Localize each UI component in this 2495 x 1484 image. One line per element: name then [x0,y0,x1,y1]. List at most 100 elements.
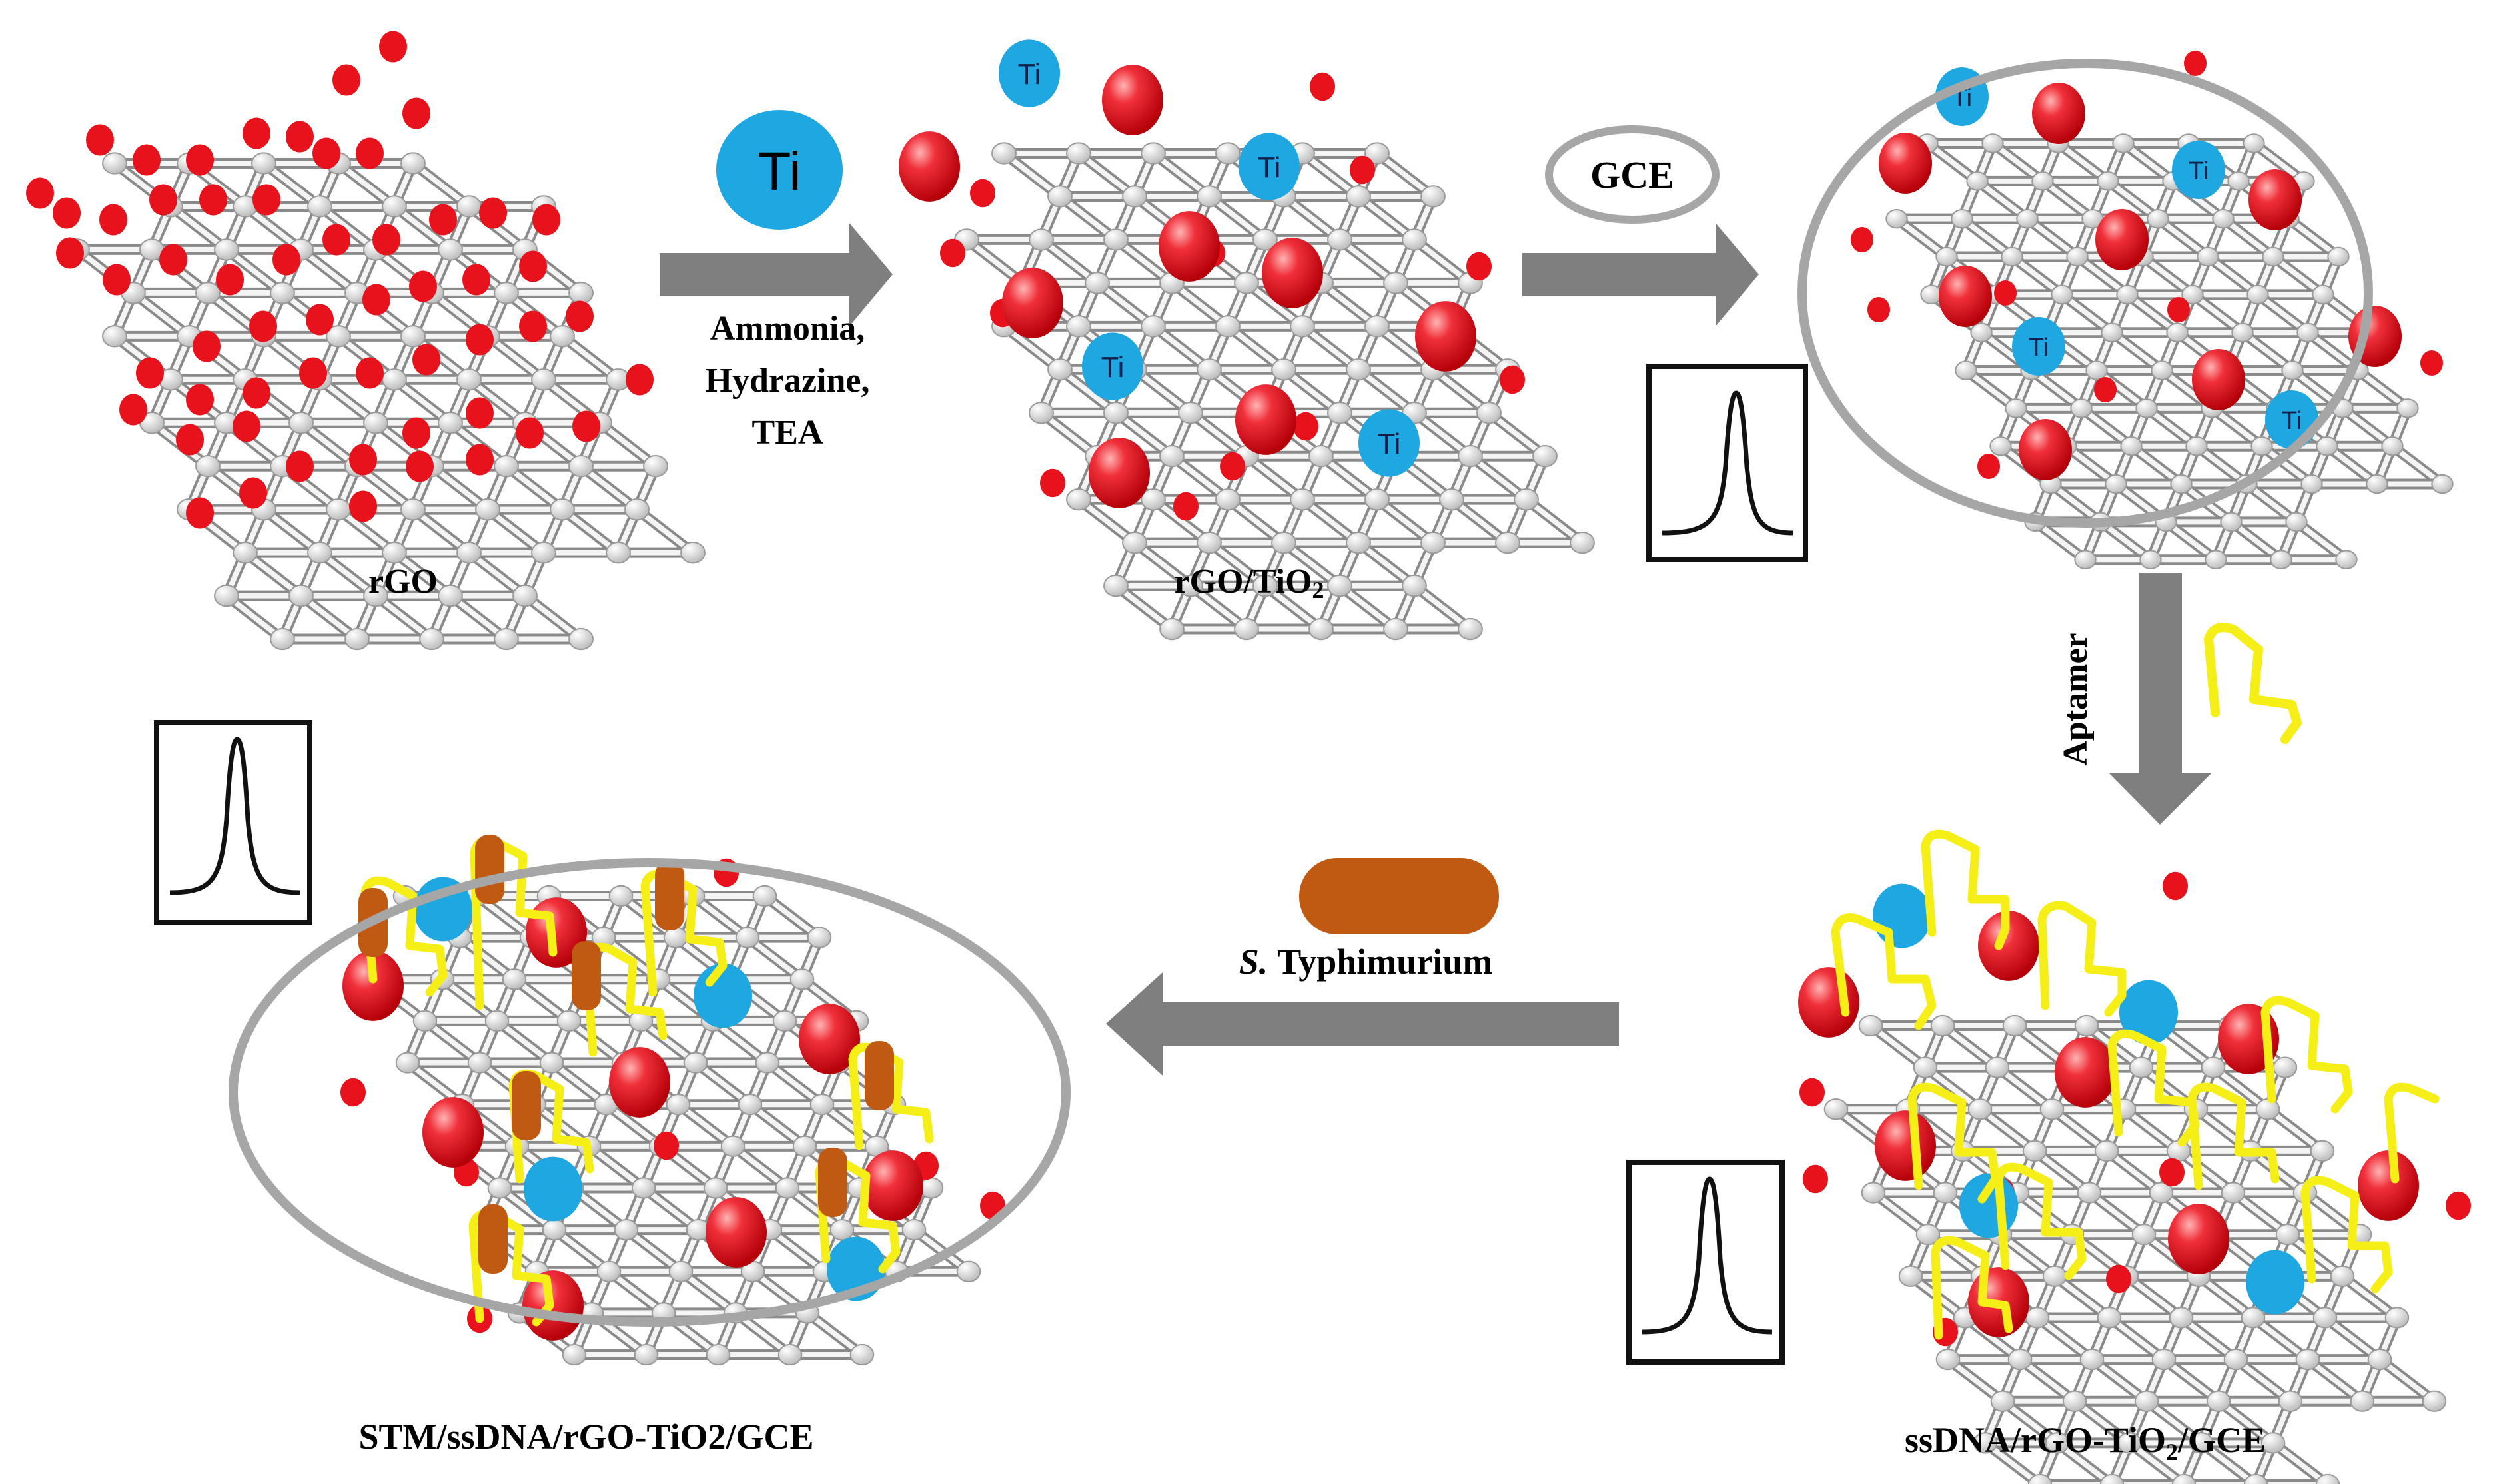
oxygen-atom [479,197,507,229]
tio2-oxygen-sphere [2192,349,2245,410]
carbon-atom [1861,1182,1886,1204]
oxygen-atom [299,357,327,389]
carbon-atom [412,1010,438,1032]
oxygen-atom [466,444,494,476]
carbon-atom [1913,1056,1938,1078]
carbon-atom [400,498,426,521]
tio2-oxygen-sphere [706,1197,767,1268]
oxygen-atom [1500,365,1525,394]
titanium-atom [1358,409,1420,477]
arrow-aptamer-down [2109,573,2212,825]
carbon-atom [2255,1098,2280,1120]
carbon-atom [2005,398,2027,418]
carbon-atom [919,1177,944,1199]
label-stm-ssdna-rgo-tio2-gce: STM/ssDNA/rGO-TiO2/GCE [358,1417,813,1457]
carbon-atom [608,885,634,907]
carbon-atom [1029,228,1054,251]
carbon-atom [438,412,463,434]
carbon-atom [2094,1140,2119,1162]
carbon-atom [2002,1014,2027,1037]
oxygen-atom [402,97,430,129]
carbon-atom [1215,142,1241,165]
oxygen-atom [2420,350,2443,376]
carbon-atom [2312,1307,2338,1329]
titanium-atom [999,39,1060,107]
tio2-oxygen-sphere [862,1150,923,1221]
carbon-atom [2312,284,2334,305]
carbon-atom [772,1010,797,1032]
tio2-oxygen-sphere [2055,1037,2116,1108]
carbon-atom [214,584,239,607]
oxygen-atom [103,264,131,296]
carbon-atom [2085,360,2108,380]
carbon-atom [2151,1349,2177,1371]
titanium-atom [2172,141,2225,199]
carbon-atom [829,1219,855,1241]
carbon-atom [1197,531,1222,554]
oxygen-atom [252,184,280,216]
bacteria-label: S.Typhimurium [1239,942,1493,982]
carbon-atom [1346,185,1371,208]
carbon-atom [400,152,426,175]
carbon-atom [2097,171,2119,191]
oxygen-atom [186,144,214,176]
carbon-atom [382,195,407,218]
oxygen-atom [86,124,114,156]
oxygen-atom [159,244,187,276]
carbon-atom [2135,398,2158,418]
carbon-atom [2246,284,2269,305]
carbon-atom [1252,574,1278,597]
carbon-atom [706,1343,731,1366]
carbon-atom [363,584,388,607]
gce-badge [1545,125,1720,224]
carbon-atom [634,1343,659,1366]
carbon-atom [214,238,239,261]
aptamer-strand [1907,1082,2000,1204]
carbon-atom [807,927,832,948]
carbon-atom [2169,1307,2194,1329]
carbon-atom [1364,142,1390,165]
carbon-atom [2189,1432,2214,1454]
oxygen-atom [99,204,127,236]
carbon-atom [1967,1098,1993,1120]
titanium-atom-label: Ti [1258,151,1281,184]
oxygen-atom [1293,412,1318,441]
carbon-atom [382,541,407,564]
carbon-atom [2070,398,2093,418]
oxygen-atom [1220,452,1245,481]
carbon-atom [2181,284,2204,305]
carbon-atom [531,368,556,391]
carbon-atom [1898,1265,1923,1287]
tio2-oxygen-sphere [1978,911,2039,981]
titanium-atom [1239,133,1300,200]
carbon-atom [2101,322,2123,342]
carbon-atom [400,325,426,348]
titanium-atom-label: Ti [1101,351,1125,384]
bacterium-cell [655,861,684,930]
carbon-atom [2001,246,2023,267]
carbon-atom [1197,358,1222,381]
oxygen-atom [2163,871,2188,901]
oxygen-atom [193,330,221,362]
carbon-atom [956,1260,981,1282]
carbon-atom [2120,436,2143,456]
carbon-atom [624,498,650,521]
carbon-atom [2147,208,2169,229]
carbon-atom [1495,531,1520,554]
oxygen-atom [1350,155,1375,185]
carbon-atom [2027,1473,2053,1484]
carbon-atom [777,1343,803,1366]
carbon-atom [2129,1056,2154,1078]
carbon-atom [668,1260,694,1282]
carbon-atom [2227,171,2250,191]
bacterium-cell [512,1071,541,1140]
oxygen-atom [466,324,494,356]
carbon-atom [2296,322,2319,342]
carbon-atom [1047,185,1073,208]
carbon-atom [1858,1014,1883,1037]
carbon-atom [326,325,351,348]
oxygen-atom [362,284,390,316]
